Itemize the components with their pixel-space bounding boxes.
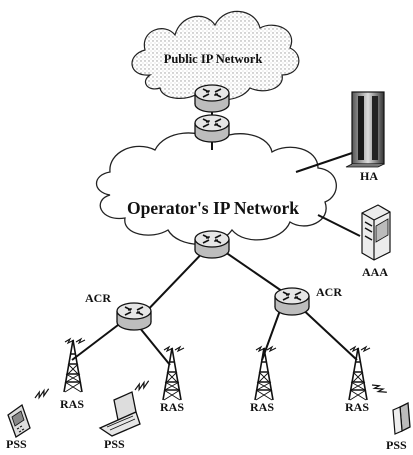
- ha-server: [345, 91, 385, 168]
- core-router: [194, 230, 230, 259]
- radio-link-icon: [133, 380, 151, 392]
- pss-label-3: PSS: [386, 438, 407, 452]
- pss-phone-icon: [7, 403, 31, 438]
- public-ip-network-label: Public IP Network: [164, 52, 263, 66]
- ras-tower-2: [162, 346, 185, 401]
- acr-right-label: ACR: [316, 285, 342, 299]
- ras-label-3: RAS: [250, 400, 274, 414]
- pss-laptop-icon: [98, 391, 141, 437]
- radio-link-icon: [370, 381, 388, 397]
- ras-tower-1: [63, 338, 86, 393]
- radio-link-icon: [33, 388, 51, 400]
- ras-label-1: RAS: [60, 397, 84, 411]
- border-router: [194, 114, 230, 143]
- pss-label-2: PSS: [104, 437, 125, 451]
- ras-tower-3: [254, 346, 277, 401]
- operator-ip-network-cloud: Operator's IP Network: [95, 132, 337, 245]
- operator-ip-network-label: Operator's IP Network: [127, 198, 299, 218]
- pss-handheld-icon: [392, 401, 411, 435]
- ras-label-4: RAS: [345, 400, 369, 414]
- ha-label: HA: [360, 169, 378, 183]
- ras-label-2: RAS: [160, 400, 184, 414]
- public-gateway-router: [194, 84, 230, 113]
- aaa-label: AAA: [362, 265, 388, 279]
- acr-left-label: ACR: [85, 291, 111, 305]
- aaa-server-icon: [361, 204, 391, 261]
- pss-label-1: PSS: [6, 437, 27, 451]
- acr-left-router: [116, 302, 152, 331]
- public-ip-network-cloud: Public IP Network: [131, 10, 300, 101]
- acr-right-router: [274, 287, 310, 316]
